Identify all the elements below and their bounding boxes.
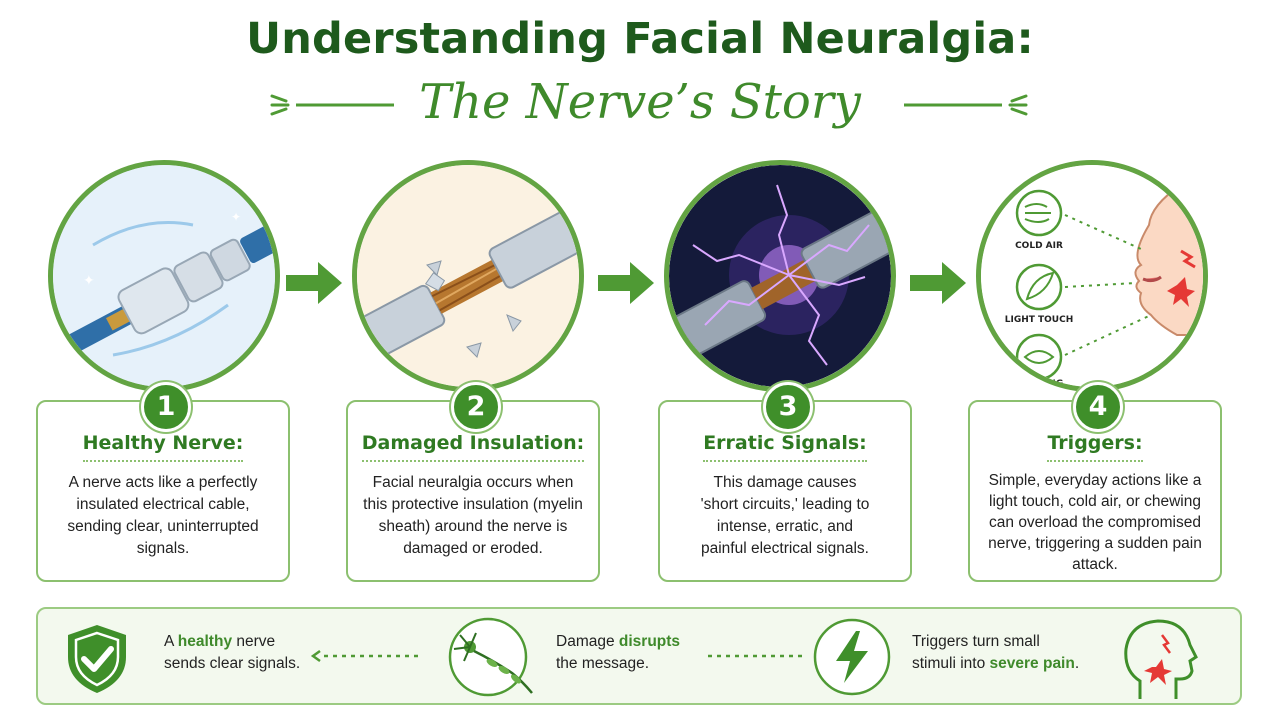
step-title: Triggers: — [1047, 432, 1143, 462]
trigger-label-chewing: CHEWING — [1014, 379, 1064, 389]
step-number-badge: 1 — [141, 382, 191, 432]
head-pain-icon — [1124, 619, 1198, 699]
summary-healthy: A healthy nerve sends clear signals. — [164, 631, 300, 675]
svg-text:✦: ✦ — [231, 210, 241, 224]
step-number-badge: 3 — [763, 382, 813, 432]
damaged-insulation-illustration — [352, 160, 584, 392]
page-title: Understanding Facial Neuralgia: — [246, 14, 1034, 64]
arrow-right-icon — [286, 262, 342, 304]
summary-panel: A healthy nerve sends clear signals. Dam… — [36, 607, 1242, 705]
step-title: Erratic Signals: — [703, 432, 867, 462]
arrow-right-icon — [598, 262, 654, 304]
insulated-cable-icon: ✦ ✦ — [53, 165, 275, 387]
summary-highlight: severe pain — [989, 655, 1075, 672]
summary-triggers: Triggers turn small stimuli into severe … — [912, 631, 1079, 675]
summary-text: . — [1074, 655, 1080, 672]
step-description: This damage causes 'short circuits,' lea… — [700, 474, 870, 557]
broken-cable-icon — [357, 165, 579, 387]
right-flourish-icon — [904, 94, 1028, 116]
electric-spark-icon — [669, 165, 891, 387]
left-flourish-icon — [270, 94, 394, 116]
summary-damage: Damage disrupts the message. — [556, 631, 680, 675]
page-subtitle: The Nerve’s Story — [419, 74, 861, 130]
summary-text: Damage — [556, 633, 619, 650]
summary-highlight: disrupts — [618, 633, 681, 650]
summary-text: the message. — [556, 655, 650, 672]
triggers-illustration: COLD AIR LIGHT TOUCH CHEWING — [976, 160, 1208, 392]
step-card-damaged-insulation: Damaged Insulation: Facial neuralgia occ… — [346, 400, 600, 582]
trigger-label-light-touch: LIGHT TOUCH — [1004, 315, 1074, 325]
summary-text: A — [164, 633, 178, 650]
healthy-nerve-illustration: ✦ ✦ — [48, 160, 280, 392]
neuron-icon — [448, 617, 533, 697]
trigger-label-cold-air: COLD AIR — [1015, 241, 1063, 251]
arrow-right-icon — [910, 262, 966, 304]
svg-text:✦: ✦ — [83, 272, 95, 288]
step-description: Simple, everyday actions like a light to… — [988, 472, 1202, 573]
summary-text: stimuli into — [912, 655, 990, 672]
dotted-line-icon — [708, 654, 804, 658]
step-number-badge: 2 — [451, 382, 501, 432]
erratic-signals-illustration — [664, 160, 896, 392]
step-card-triggers: Triggers: Simple, everyday actions like … — [968, 400, 1222, 582]
dotted-arrow-left-icon — [310, 649, 418, 663]
summary-text: Triggers turn small — [912, 633, 1040, 650]
shield-check-icon — [68, 625, 126, 693]
step-description: Facial neuralgia occurs when this protec… — [363, 474, 583, 557]
summary-highlight: healthy — [177, 633, 233, 650]
summary-text: sends clear signals. — [164, 655, 301, 672]
summary-text: nerve — [232, 633, 276, 650]
step-title: Healthy Nerve: — [82, 432, 244, 462]
step-number-badge: 4 — [1073, 382, 1123, 432]
face-profile-pain-icon — [981, 165, 1203, 387]
lightning-bolt-icon — [813, 618, 891, 696]
step-description: A nerve acts like a perfectly insulated … — [67, 474, 259, 557]
step-title: Damaged Insulation: — [361, 432, 585, 462]
